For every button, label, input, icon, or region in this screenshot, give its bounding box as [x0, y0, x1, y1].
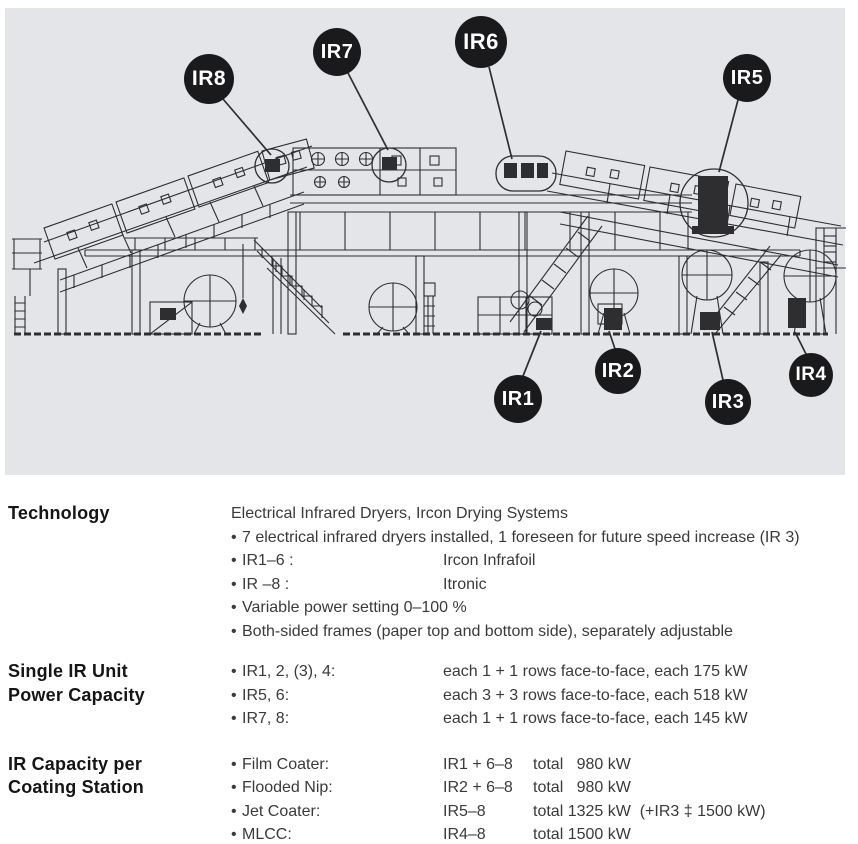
section-rows: • IR1, 2, (3), 4: each 1 + 1 rows face-t…	[231, 660, 858, 731]
machine-drawing	[12, 138, 846, 336]
spec-value: Ircon Infrafoil	[443, 552, 536, 569]
bullet-marker: •	[231, 755, 237, 773]
ir-callout-ir6: IR6	[455, 16, 507, 68]
spec-value: IR1 + 6–8	[443, 755, 513, 773]
spec-total: total 1325 kW (+IR3 ‡ 1500 kW)	[533, 802, 766, 820]
spec-row: • Variable power setting 0–100 %	[231, 596, 858, 620]
ir-label-text: IR4	[795, 364, 827, 385]
bullet-marker: •	[231, 528, 237, 546]
spec-value: Itronic	[443, 575, 487, 593]
spec-label: Variable power setting 0–100 %	[242, 599, 467, 616]
heading-line: Single IR Unit	[8, 661, 128, 681]
spec-value: IR4–8	[443, 826, 486, 843]
spec-total	[533, 707, 858, 731]
spec-row: • Jet Coater: IR5–8 total 1325 kW (+IR3 …	[231, 800, 858, 824]
spec-label: IR1–6 :	[242, 552, 294, 569]
spec-label: 7 electrical infrared dryers installed, …	[242, 528, 800, 546]
info-sections: Technology Electrical Infrared Dryers, I…	[0, 502, 858, 844]
machine-diagram: IR8 IR7 IR6 IR5 IR1 IR2 IR3 IR4	[5, 8, 846, 475]
spec-total: total 980 kW	[533, 755, 631, 773]
bullet-marker: •	[231, 686, 237, 704]
spec-row: • Film Coater: IR1 + 6–8 total 980 kW	[231, 753, 858, 777]
spec-row: • Flooded Nip: IR2 + 6–8 total 980 kW	[231, 776, 858, 800]
spec-row: • IR –8 : Itronic	[231, 573, 858, 597]
bullet-marker: •	[231, 552, 237, 569]
spec-value: each 3 + 3 rows face-to-face, each 518 k…	[443, 686, 748, 704]
spec-label: Both-sided frames (paper top and bottom …	[242, 622, 733, 640]
bullet-marker: •	[231, 802, 237, 820]
heading-line: Technology	[8, 503, 110, 523]
spec-row: • 7 electrical infrared dryers installed…	[231, 526, 858, 550]
ir-callout-ir2: IR2	[595, 348, 641, 394]
spec-label: IR –8 :	[242, 575, 290, 593]
spec-label: Flooded Nip:	[242, 779, 333, 796]
bullet-marker: •	[231, 779, 237, 796]
ir-label-text: IR6	[463, 29, 499, 54]
ir-label-text: IR7	[320, 40, 354, 63]
spec-total: total 1500 kW	[533, 826, 631, 843]
section-heading: Technology	[8, 502, 231, 643]
spec-label: Jet Coater:	[242, 802, 321, 820]
ir-callout-ir3: IR3	[705, 379, 751, 425]
heading-line: Power Capacity	[8, 684, 145, 705]
spec-row: Electrical Infrared Dryers, Ircon Drying…	[231, 502, 858, 526]
ir-label-text: IR1	[501, 387, 535, 410]
spec-total	[533, 684, 858, 708]
spec-label: IR1, 2, (3), 4:	[242, 663, 336, 680]
ir-callout-ir8: IR8	[184, 54, 234, 104]
spec-value: each 1 + 1 rows face-to-face, each 175 k…	[443, 663, 748, 680]
heading-line: Coating Station	[8, 777, 144, 797]
spec-label: Film Coater:	[242, 755, 330, 773]
heading-line: IR Capacity per	[8, 753, 143, 774]
ir-callout-ir5: IR5	[723, 54, 771, 102]
spec-section: Technology Electrical Infrared Dryers, I…	[8, 502, 858, 643]
bullet-marker: •	[231, 575, 237, 593]
bullet-marker: •	[231, 599, 237, 616]
ir-label-text: IR2	[601, 359, 635, 382]
spec-total	[533, 660, 858, 684]
spec-row: • IR5, 6: each 3 + 3 rows face-to-face, …	[231, 684, 858, 708]
bullet-marker: •	[231, 826, 237, 843]
bullet-marker: •	[231, 710, 237, 727]
bullet-marker: •	[231, 663, 237, 680]
ir-label-text: IR3	[711, 390, 745, 413]
spec-total	[533, 573, 858, 597]
spec-label: IR5, 6:	[242, 686, 290, 704]
ir-label-text: IR8	[191, 67, 227, 90]
ir-callout-ir7: IR7	[313, 28, 361, 76]
spec-label: IR7, 8:	[242, 710, 290, 727]
spec-total: total 980 kW	[533, 779, 631, 796]
ir-callout-ir4: IR4	[789, 353, 833, 397]
ir-label-text: IR5	[730, 66, 764, 89]
spec-label: MLCC:	[242, 826, 292, 843]
spec-total	[533, 549, 858, 573]
bullet-marker: •	[231, 622, 237, 640]
spec-row: • IR7, 8: each 1 + 1 rows face-to-face, …	[231, 707, 858, 731]
spec-value: each 1 + 1 rows face-to-face, each 145 k…	[443, 710, 748, 727]
spec-row: • IR1, 2, (3), 4: each 1 + 1 rows face-t…	[231, 660, 858, 684]
spec-row: • Both-sided frames (paper top and botto…	[231, 620, 858, 644]
spec-row: • MLCC: IR4–8 total 1500 kW	[231, 823, 858, 844]
spec-value: IR5–8	[443, 802, 486, 820]
ir-callout-ir1: IR1	[494, 375, 542, 423]
section-rows: • Film Coater: IR1 + 6–8 total 980 kW • …	[231, 753, 858, 844]
spec-label: Electrical Infrared Dryers, Ircon Drying…	[231, 505, 568, 522]
spec-value: IR2 + 6–8	[443, 779, 513, 796]
spec-row: • IR1–6 : Ircon Infrafoil	[231, 549, 858, 573]
section-rows: Electrical Infrared Dryers, Ircon Drying…	[231, 502, 858, 643]
